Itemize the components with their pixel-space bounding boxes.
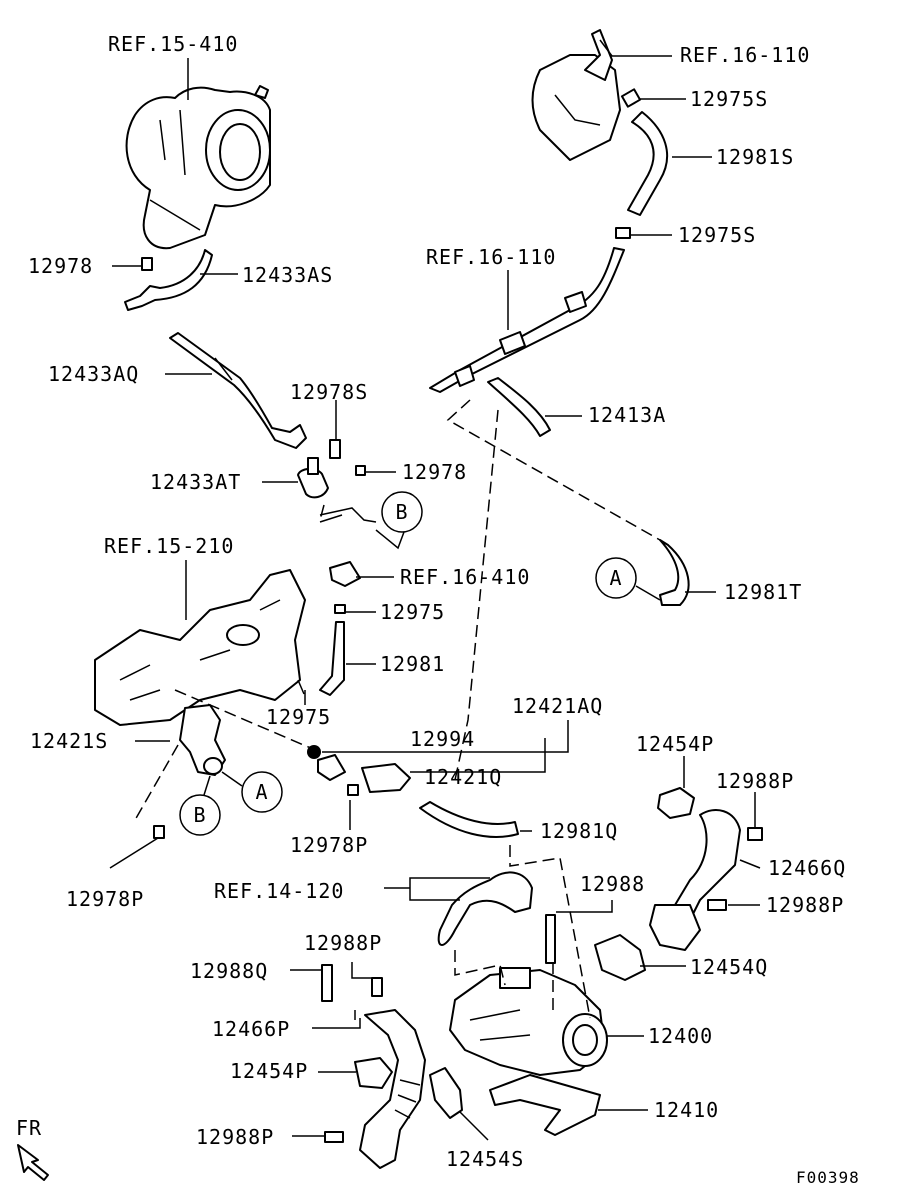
bolt-12988[interactable] xyxy=(545,914,556,964)
hose-12981[interactable] xyxy=(319,621,345,696)
label-12421AQ: 12421AQ xyxy=(512,694,603,718)
bolt-12988P-top[interactable] xyxy=(747,827,763,841)
gasket-12454S[interactable] xyxy=(429,1067,463,1119)
part-labels: REF.15-410 REF.16-110 12975S 12981S 1297… xyxy=(16,32,860,1187)
label-12433AT: 12433AT xyxy=(150,470,241,494)
label-12975-a: 12975 xyxy=(380,600,445,624)
label-12988P-mid: 12988P xyxy=(304,931,382,955)
banjo-fitting-12433AT[interactable] xyxy=(297,457,377,523)
hose-clamp-12975S-top[interactable] xyxy=(620,88,642,108)
label-ref-15-410: REF.15-410 xyxy=(108,32,238,56)
turbocharger-part[interactable] xyxy=(125,85,271,250)
label-ref-16-410: REF.16-410 xyxy=(400,565,530,589)
gasket-12454P-bottom[interactable] xyxy=(354,1057,393,1089)
label-12981: 12981 xyxy=(380,652,445,676)
bolt-12988P-mid[interactable] xyxy=(371,977,383,997)
label-12400: 12400 xyxy=(648,1024,713,1048)
label-12978P-mid: 12978P xyxy=(290,833,368,857)
bolt-12978P-mid[interactable] xyxy=(347,784,359,796)
label-12454P-bottom: 12454P xyxy=(230,1059,308,1083)
callout-A-right: A xyxy=(595,557,661,601)
label-12466P: 12466P xyxy=(212,1017,290,1041)
egr-pipe-12466P[interactable] xyxy=(359,1009,426,1169)
oil-pipe-12433AQ[interactable] xyxy=(169,332,307,449)
svg-text:B: B xyxy=(193,803,206,827)
label-12981S: 12981S xyxy=(716,145,794,169)
label-12410: 12410 xyxy=(654,1098,719,1122)
leader-lines xyxy=(109,39,761,1141)
label-12988P-top: 12988P xyxy=(716,769,794,793)
solenoid-ref-16-410[interactable] xyxy=(329,561,361,587)
hose-clamp-12975S-mid[interactable] xyxy=(615,227,631,239)
clamp-12975-b[interactable] xyxy=(297,679,305,695)
label-12978-left: 12978 xyxy=(28,254,93,278)
label-12978-mid: 12978 xyxy=(402,460,467,484)
label-12975S-top: 12975S xyxy=(690,87,768,111)
label-12413A: 12413A xyxy=(588,403,666,427)
label-ref-14-120: REF.14-120 xyxy=(214,879,344,903)
bolt-12988P-bottom[interactable] xyxy=(324,1131,344,1143)
egr-valve-12400[interactable] xyxy=(449,967,608,1076)
label-12433AS: 12433AS xyxy=(242,263,333,287)
hose-12981T[interactable] xyxy=(659,539,690,606)
svg-text:A: A xyxy=(255,780,268,804)
vacuum-pump-part[interactable] xyxy=(531,29,621,161)
diagram-code: F00398 xyxy=(796,1168,860,1187)
label-12978P-left: 12978P xyxy=(66,887,144,911)
label-12988Q: 12988Q xyxy=(190,959,268,983)
bolt-12988Q[interactable] xyxy=(321,964,333,1002)
oil-pipe-12433AS[interactable] xyxy=(124,249,213,311)
label-fr: FR xyxy=(16,1116,42,1140)
hose-ref-14-120[interactable] xyxy=(437,871,533,946)
vacuum-pipe-assembly[interactable] xyxy=(429,247,625,393)
label-12988P-right: 12988P xyxy=(766,893,844,917)
bolt-12978-mid[interactable] xyxy=(355,465,366,476)
egr-pipe-12466Q[interactable] xyxy=(649,809,741,951)
callout-A-left: A xyxy=(221,771,283,813)
label-ref-15-210: REF.15-210 xyxy=(104,534,234,558)
bolt-12978-left[interactable] xyxy=(141,257,153,271)
bolt-12978S[interactable] xyxy=(329,439,341,459)
label-12421S: 12421S xyxy=(30,729,108,753)
gasket-12454Q[interactable] xyxy=(594,934,646,981)
label-12421Q: 12421Q xyxy=(424,765,502,789)
label-12981Q: 12981Q xyxy=(540,819,618,843)
label-12975-b: 12975 xyxy=(266,705,331,729)
label-12433AQ: 12433AQ xyxy=(48,362,139,386)
label-ref-16-110-mid: REF.16-110 xyxy=(426,245,556,269)
clamp-12975-a[interactable] xyxy=(334,604,346,614)
label-ref-16-110-top: REF.16-110 xyxy=(680,43,810,67)
bolt-12988P-right[interactable] xyxy=(707,899,727,911)
label-12988: 12988 xyxy=(580,872,645,896)
label-12994: 12994 xyxy=(410,727,475,751)
hose-12413A[interactable] xyxy=(487,377,551,437)
label-12454S: 12454S xyxy=(446,1147,524,1171)
bracket-12421Q[interactable] xyxy=(317,754,411,793)
label-12466Q: 12466Q xyxy=(768,856,846,880)
dashed-lines xyxy=(134,399,661,1020)
front-arrow-icon xyxy=(17,1144,49,1181)
svg-text:A: A xyxy=(609,566,622,590)
label-12975S-mid: 12975S xyxy=(678,223,756,247)
hose-12981Q[interactable] xyxy=(419,801,519,838)
intake-manifold-part[interactable] xyxy=(94,569,306,726)
hose-12981S[interactable] xyxy=(627,111,669,216)
bracket-12410[interactable] xyxy=(489,1074,601,1136)
bolt-12978P-left[interactable] xyxy=(153,825,165,839)
label-12988P-bottom: 12988P xyxy=(196,1125,274,1149)
thermostat-12421S[interactable] xyxy=(179,704,226,776)
callout-B-left: B xyxy=(179,775,221,836)
label-12454P-top: 12454P xyxy=(636,732,714,756)
label-12454Q: 12454Q xyxy=(690,955,768,979)
callout-B-top: B xyxy=(375,491,423,550)
svg-text:B: B xyxy=(395,500,408,524)
label-12978S: 12978S xyxy=(290,380,368,404)
gasket-12454P-top[interactable] xyxy=(657,787,695,819)
label-12981T: 12981T xyxy=(724,580,802,604)
